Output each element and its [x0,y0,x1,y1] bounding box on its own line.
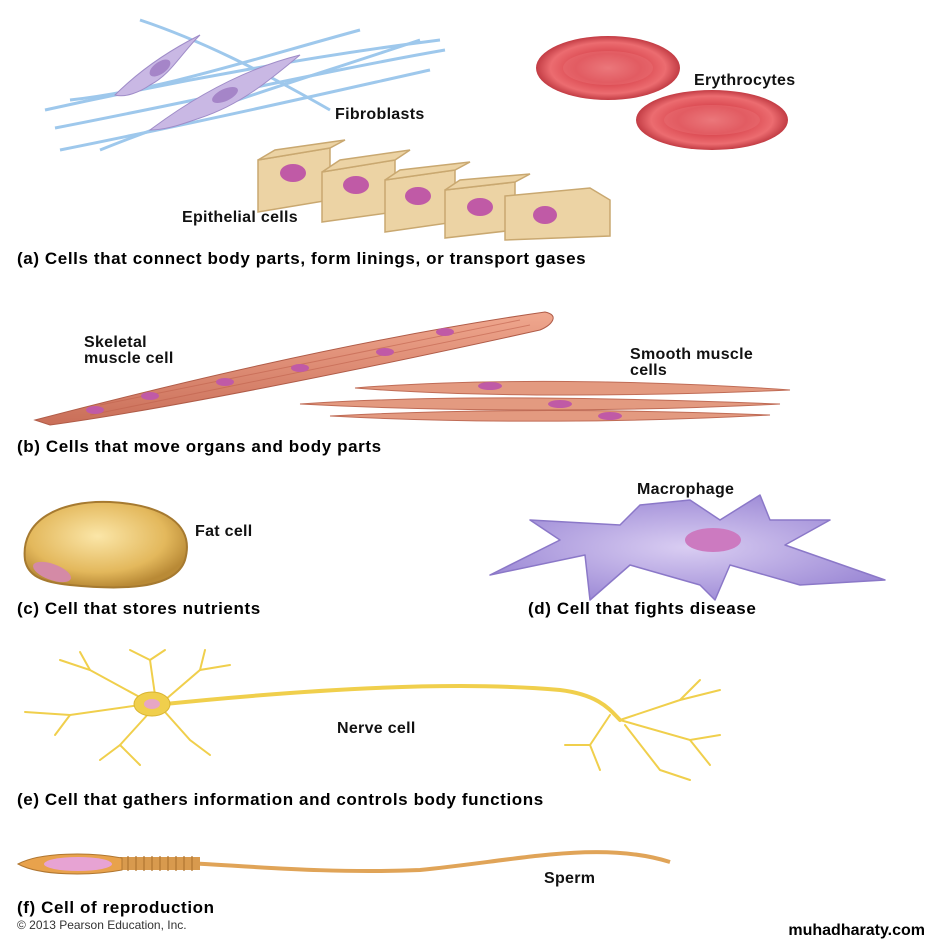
label-skeletal-muscle-cell: Skeletal muscle cell [84,334,174,367]
label-epithelial-cells: Epithelial cells [182,209,298,226]
label-smooth-muscle-cells: Smooth muscle cells [630,346,754,379]
fibroblasts-drawing [44,18,446,152]
label-macrophage: Macrophage [637,481,735,498]
epithelial-drawing [257,139,611,241]
caption-a: (a) Cells that connect body parts, form … [17,249,587,268]
erythrocytes-drawing [536,36,788,150]
label-sperm: Sperm [544,870,596,887]
label-fibroblasts: Fibroblasts [335,106,425,123]
caption-b: (b) Cells that move organs and body part… [17,437,382,456]
copyright-notice: © 2013 Pearson Education, Inc. [17,918,187,932]
macrophage-drawing [489,494,886,601]
fat-cell-drawing [23,500,188,589]
smooth-muscle-drawing [299,380,791,422]
caption-c: (c) Cell that stores nutrients [17,599,261,618]
caption-f: (f) Cell of reproduction [17,898,215,917]
caption-d: (d) Cell that fights disease [528,599,757,618]
label-erythrocytes: Erythrocytes [694,72,796,89]
nerve-cell-drawing [24,649,721,781]
sperm-drawing [16,850,671,875]
watermark: muhadharaty.com [788,922,925,939]
caption-e: (e) Cell that gathers information and co… [17,790,544,809]
label-fat-cell: Fat cell [195,523,253,540]
skeletal-muscle-drawing [33,311,554,426]
label-nerve-cell: Nerve cell [337,720,416,737]
